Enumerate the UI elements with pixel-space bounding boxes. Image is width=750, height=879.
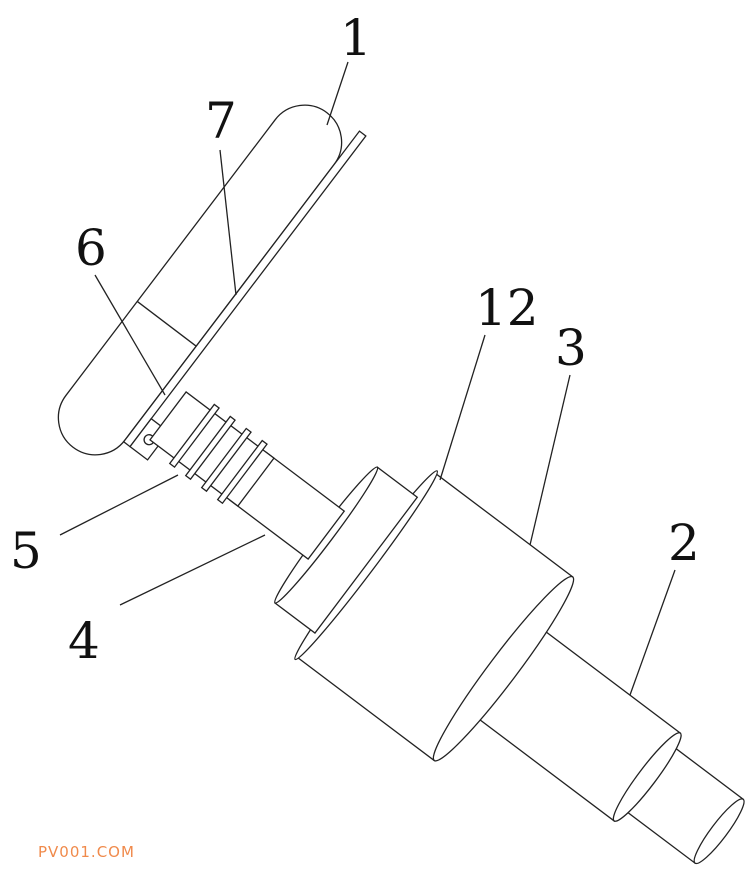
watermark: PV001.COM (38, 843, 135, 861)
label-5: 5 (10, 522, 42, 580)
rod-part (122, 130, 367, 448)
worm-threads (168, 403, 268, 505)
leader-lines (59, 61, 676, 696)
label-7: 7 (205, 92, 237, 150)
housing-end-face (432, 575, 575, 762)
label-12: 12 (475, 279, 539, 337)
handle-seam (136, 300, 197, 347)
output-shaft-end-face (693, 798, 745, 865)
label-6: 6 (75, 219, 107, 277)
output-shaft-step (612, 732, 682, 822)
label-4: 4 (68, 612, 100, 670)
label-1: 1 (340, 9, 372, 67)
label-3: 3 (555, 319, 587, 377)
label-2: 2 (668, 514, 700, 572)
